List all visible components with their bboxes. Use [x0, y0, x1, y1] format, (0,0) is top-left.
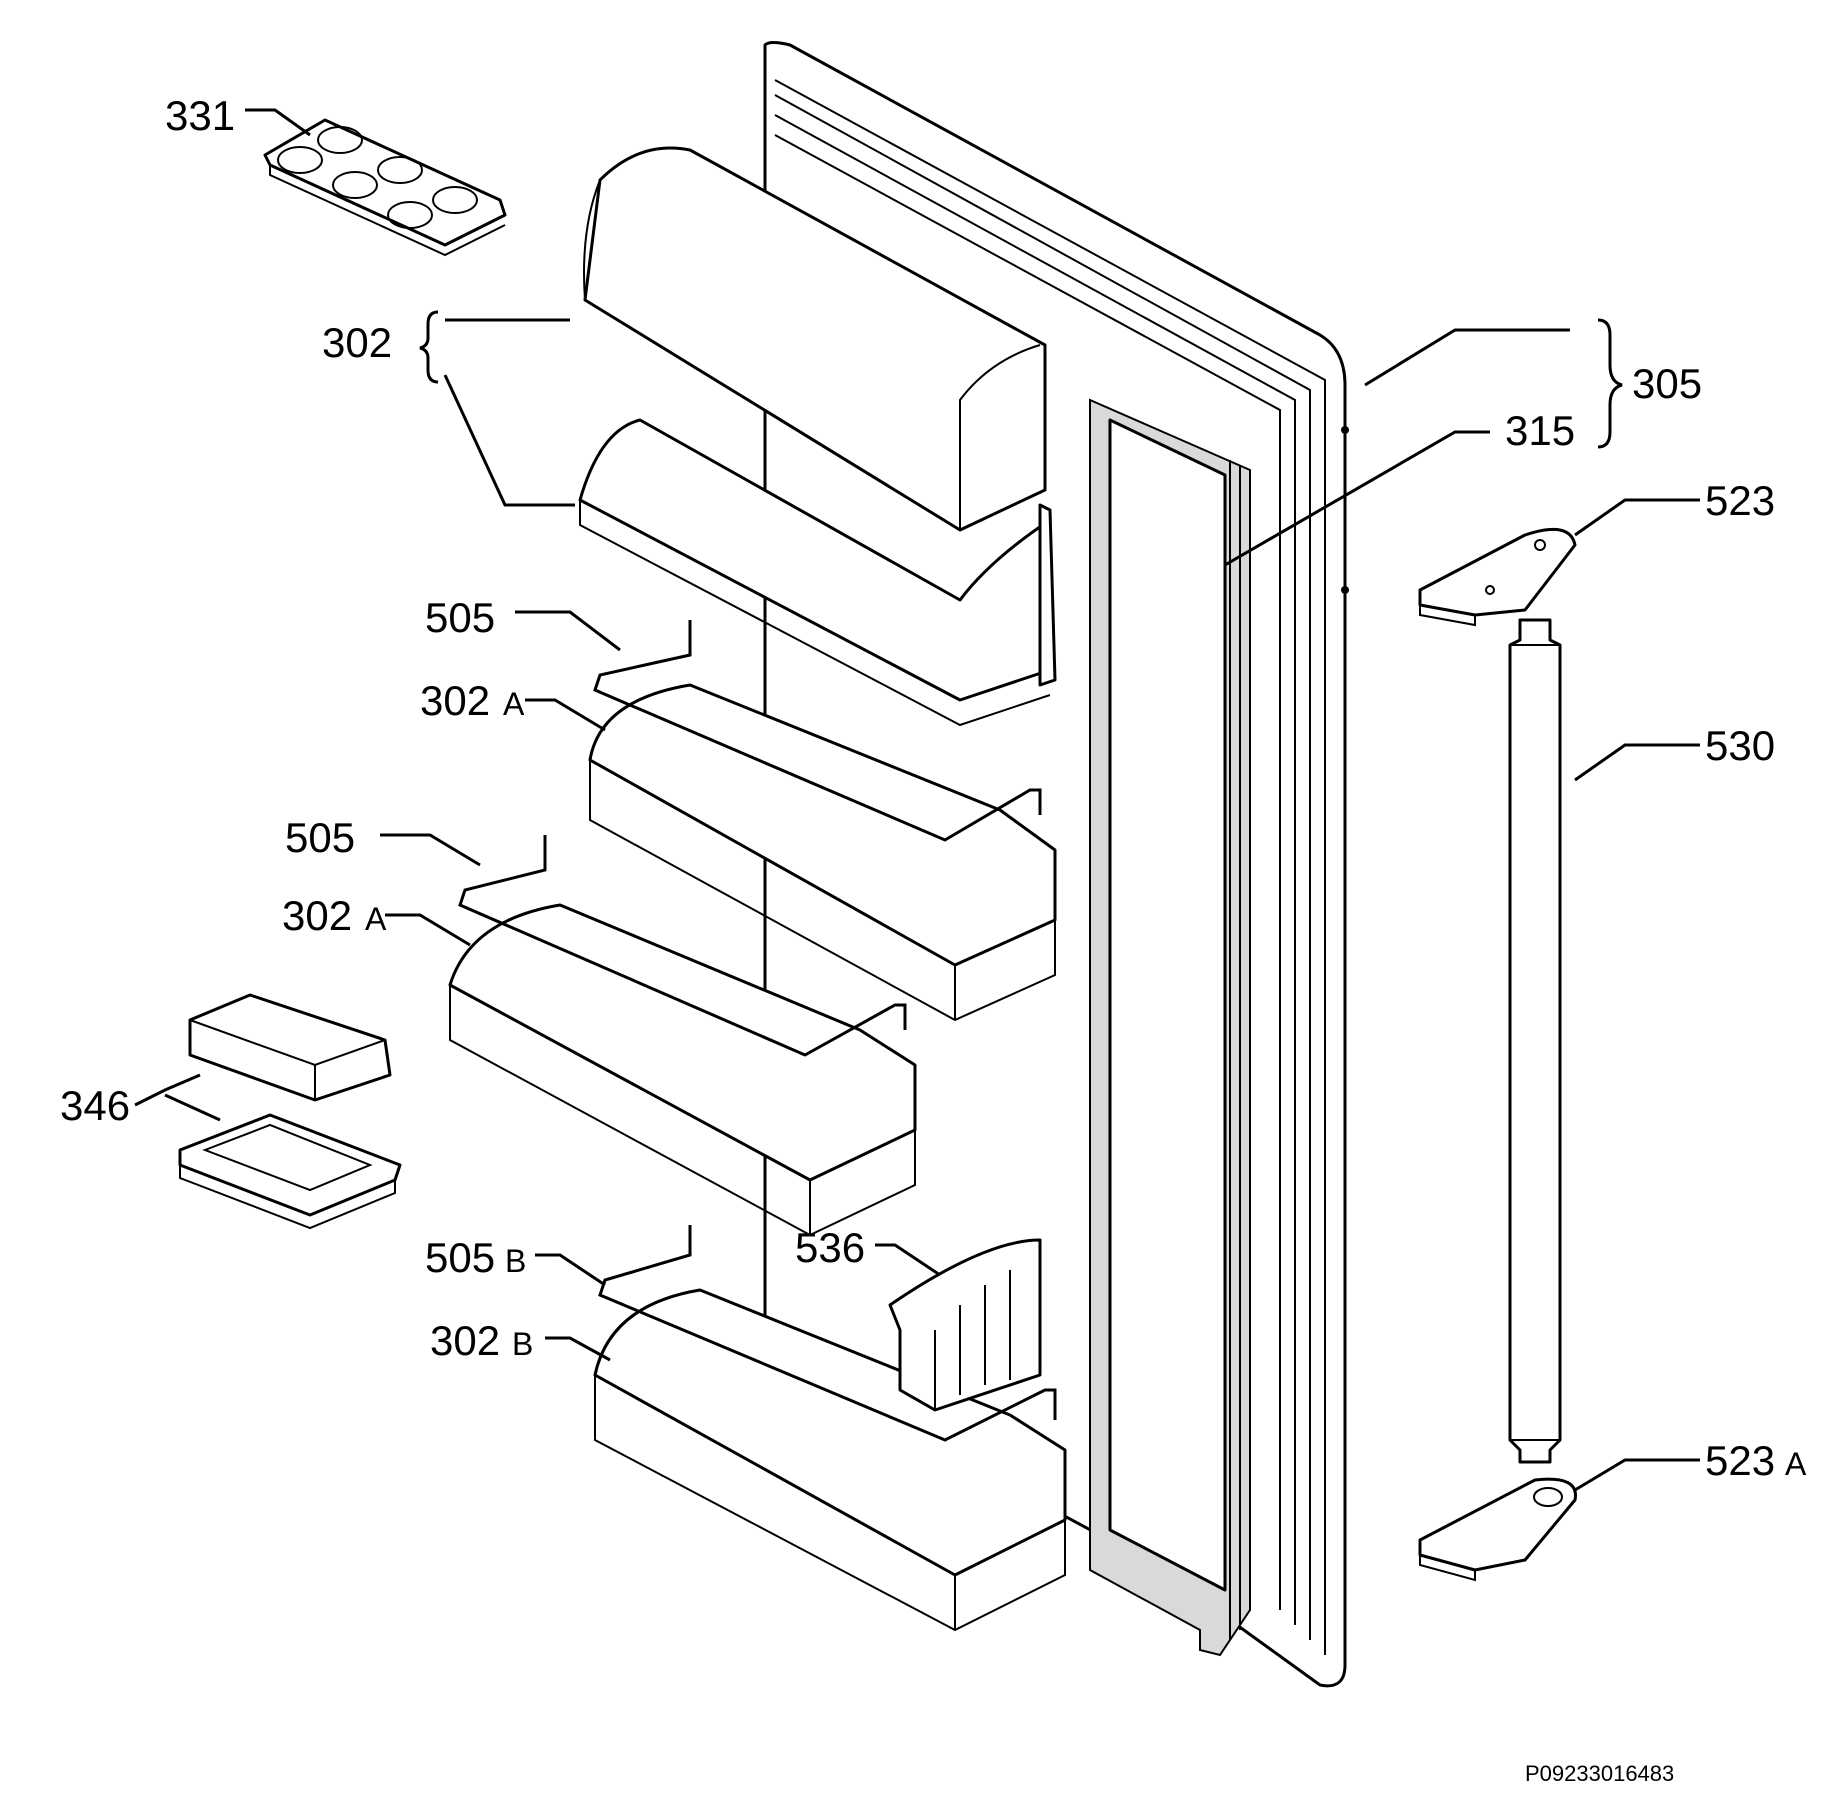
label-505-mid: 505 [285, 814, 355, 861]
label-302a-top-suffix: A [503, 686, 525, 722]
label-523a: 523 [1705, 1437, 1775, 1484]
label-302a-mid-suffix: A [365, 901, 387, 937]
hinge-top [1418, 527, 1577, 627]
bottle-rail-bottom [598, 1225, 1057, 1442]
label-530: 530 [1705, 722, 1775, 769]
label-302a-mid: 302 [282, 892, 352, 939]
label-302b-suffix: B [512, 1326, 533, 1362]
butter-dish-lid [188, 993, 392, 1102]
dairy-compartment-lid [583, 146, 1047, 532]
label-302b: 302 [430, 1317, 500, 1364]
door-shelf-upper [588, 683, 1057, 1022]
hinge-bottom [1418, 1477, 1577, 1582]
bottle-divider [888, 1238, 1042, 1412]
butter-dish-base [178, 1113, 402, 1230]
label-505-top: 505 [425, 594, 495, 641]
part-labels: 331 302 305 315 523 505 302 A 530 505 30… [60, 92, 1807, 1484]
label-523a-suffix: A [1785, 1446, 1807, 1482]
hinge-pin [1508, 618, 1562, 1464]
label-523: 523 [1705, 477, 1775, 524]
label-305: 305 [1632, 360, 1702, 407]
bottle-rail-upper [593, 620, 1042, 842]
door-shelf-bottom [593, 1288, 1067, 1632]
brace-302 [419, 310, 439, 384]
door-gasket [1089, 398, 1251, 1657]
label-315: 315 [1505, 407, 1575, 454]
bottle-rail-middle [458, 835, 907, 1057]
label-536: 536 [795, 1224, 865, 1271]
label-346: 346 [60, 1082, 130, 1129]
label-505b-suffix: B [505, 1243, 526, 1279]
leader-lines [134, 108, 1700, 1492]
door-shelf-middle [448, 903, 917, 1237]
drawing-code: P09233016483 [1525, 1761, 1674, 1786]
label-331: 331 [165, 92, 235, 139]
label-505b: 505 [425, 1234, 495, 1281]
brace-305 [1597, 318, 1623, 449]
label-302a-top: 302 [420, 677, 490, 724]
label-302: 302 [322, 319, 392, 366]
dairy-compartment-tray [578, 418, 1057, 727]
egg-tray [263, 118, 507, 257]
